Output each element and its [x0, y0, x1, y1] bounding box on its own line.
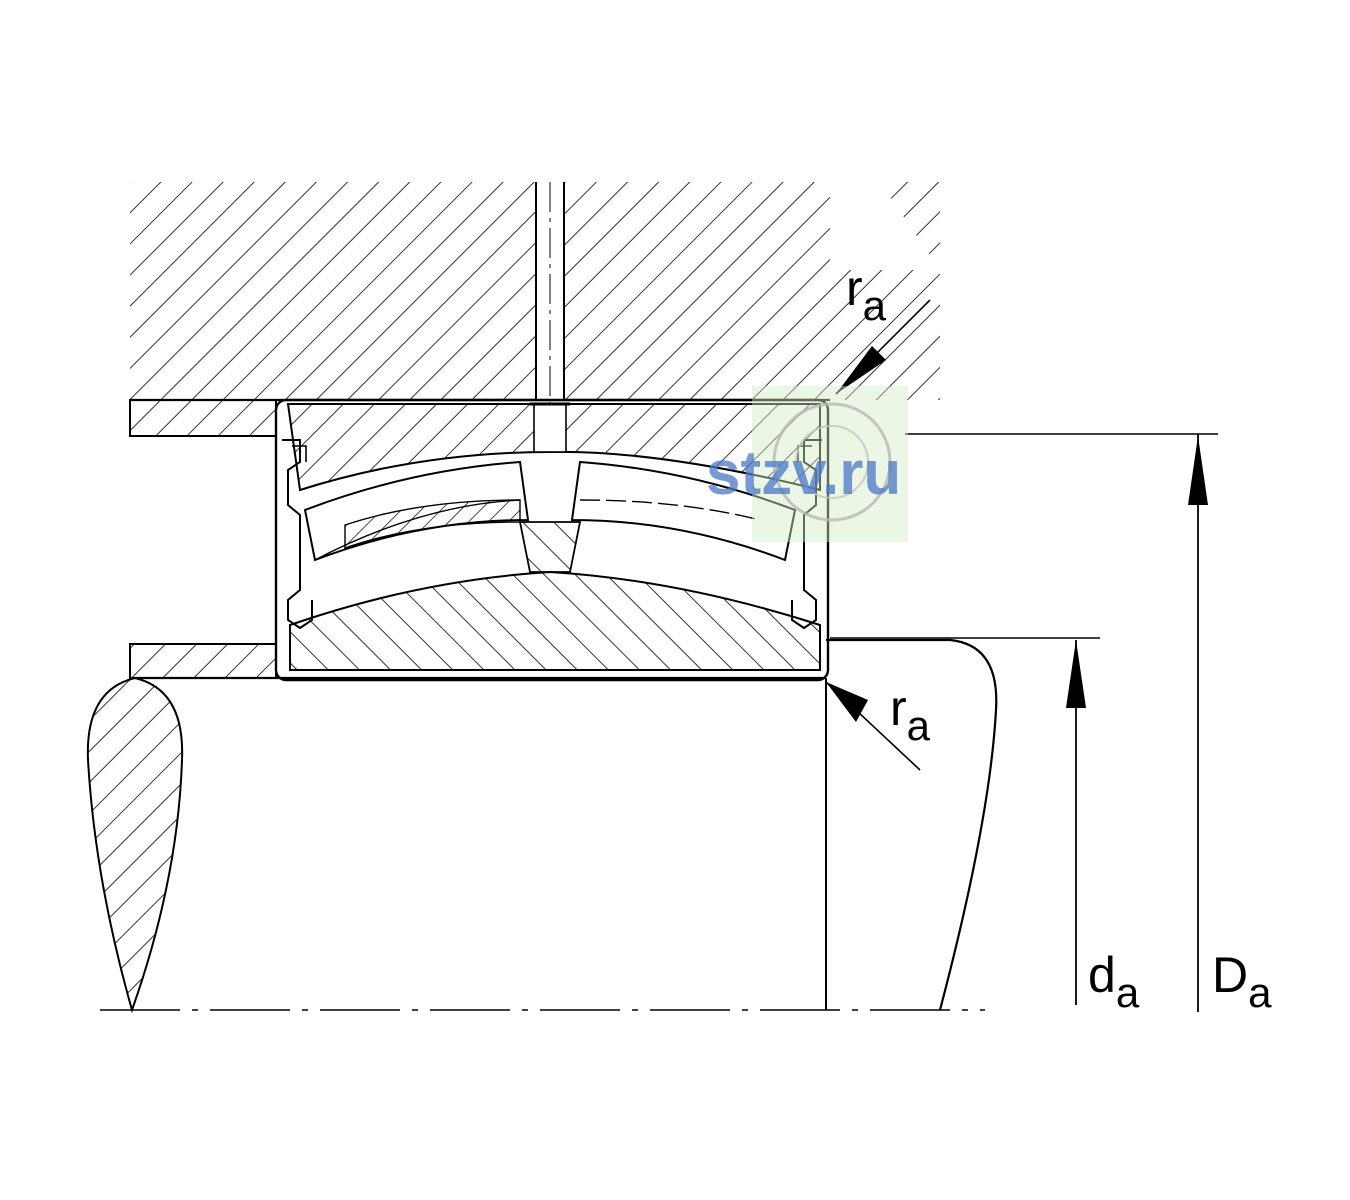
svg-text:ra: ra [846, 260, 887, 329]
roller-left [303, 460, 530, 562]
housing-spacer-ring [129, 399, 277, 437]
bearing-outline [274, 398, 830, 682]
r-top-callout: ra [835, 260, 931, 395]
svg-text:Da: Da [1212, 947, 1272, 1016]
seal-right [791, 439, 822, 630]
r-top-main: r [846, 260, 863, 316]
roller-right [570, 460, 797, 562]
shaft-spacer-ring [129, 643, 277, 679]
seal-left [282, 439, 313, 630]
D-a-sub: a [1248, 969, 1272, 1016]
r-bottom-main: r [890, 680, 907, 736]
r-bottom-sub: a [907, 702, 931, 749]
r-top-sub: a [863, 282, 887, 329]
watermark: stzv.ru [706, 386, 908, 542]
svg-text:da: da [1088, 947, 1140, 1016]
d-a-dimension: da [830, 637, 1140, 1016]
r-bottom-callout: ra [825, 680, 931, 771]
watermark-text: stzv.ru [706, 439, 901, 508]
outer-ring [286, 402, 821, 492]
D-a-dimension: Da [905, 433, 1272, 1016]
lubrication-bore [535, 182, 565, 420]
D-a-main: D [1212, 947, 1248, 1003]
d-a-main: d [1088, 947, 1116, 1003]
svg-text:ra: ra [890, 680, 931, 749]
d-a-sub: a [1116, 969, 1140, 1016]
shaft [86, 638, 998, 1014]
inner-ring [289, 521, 821, 671]
